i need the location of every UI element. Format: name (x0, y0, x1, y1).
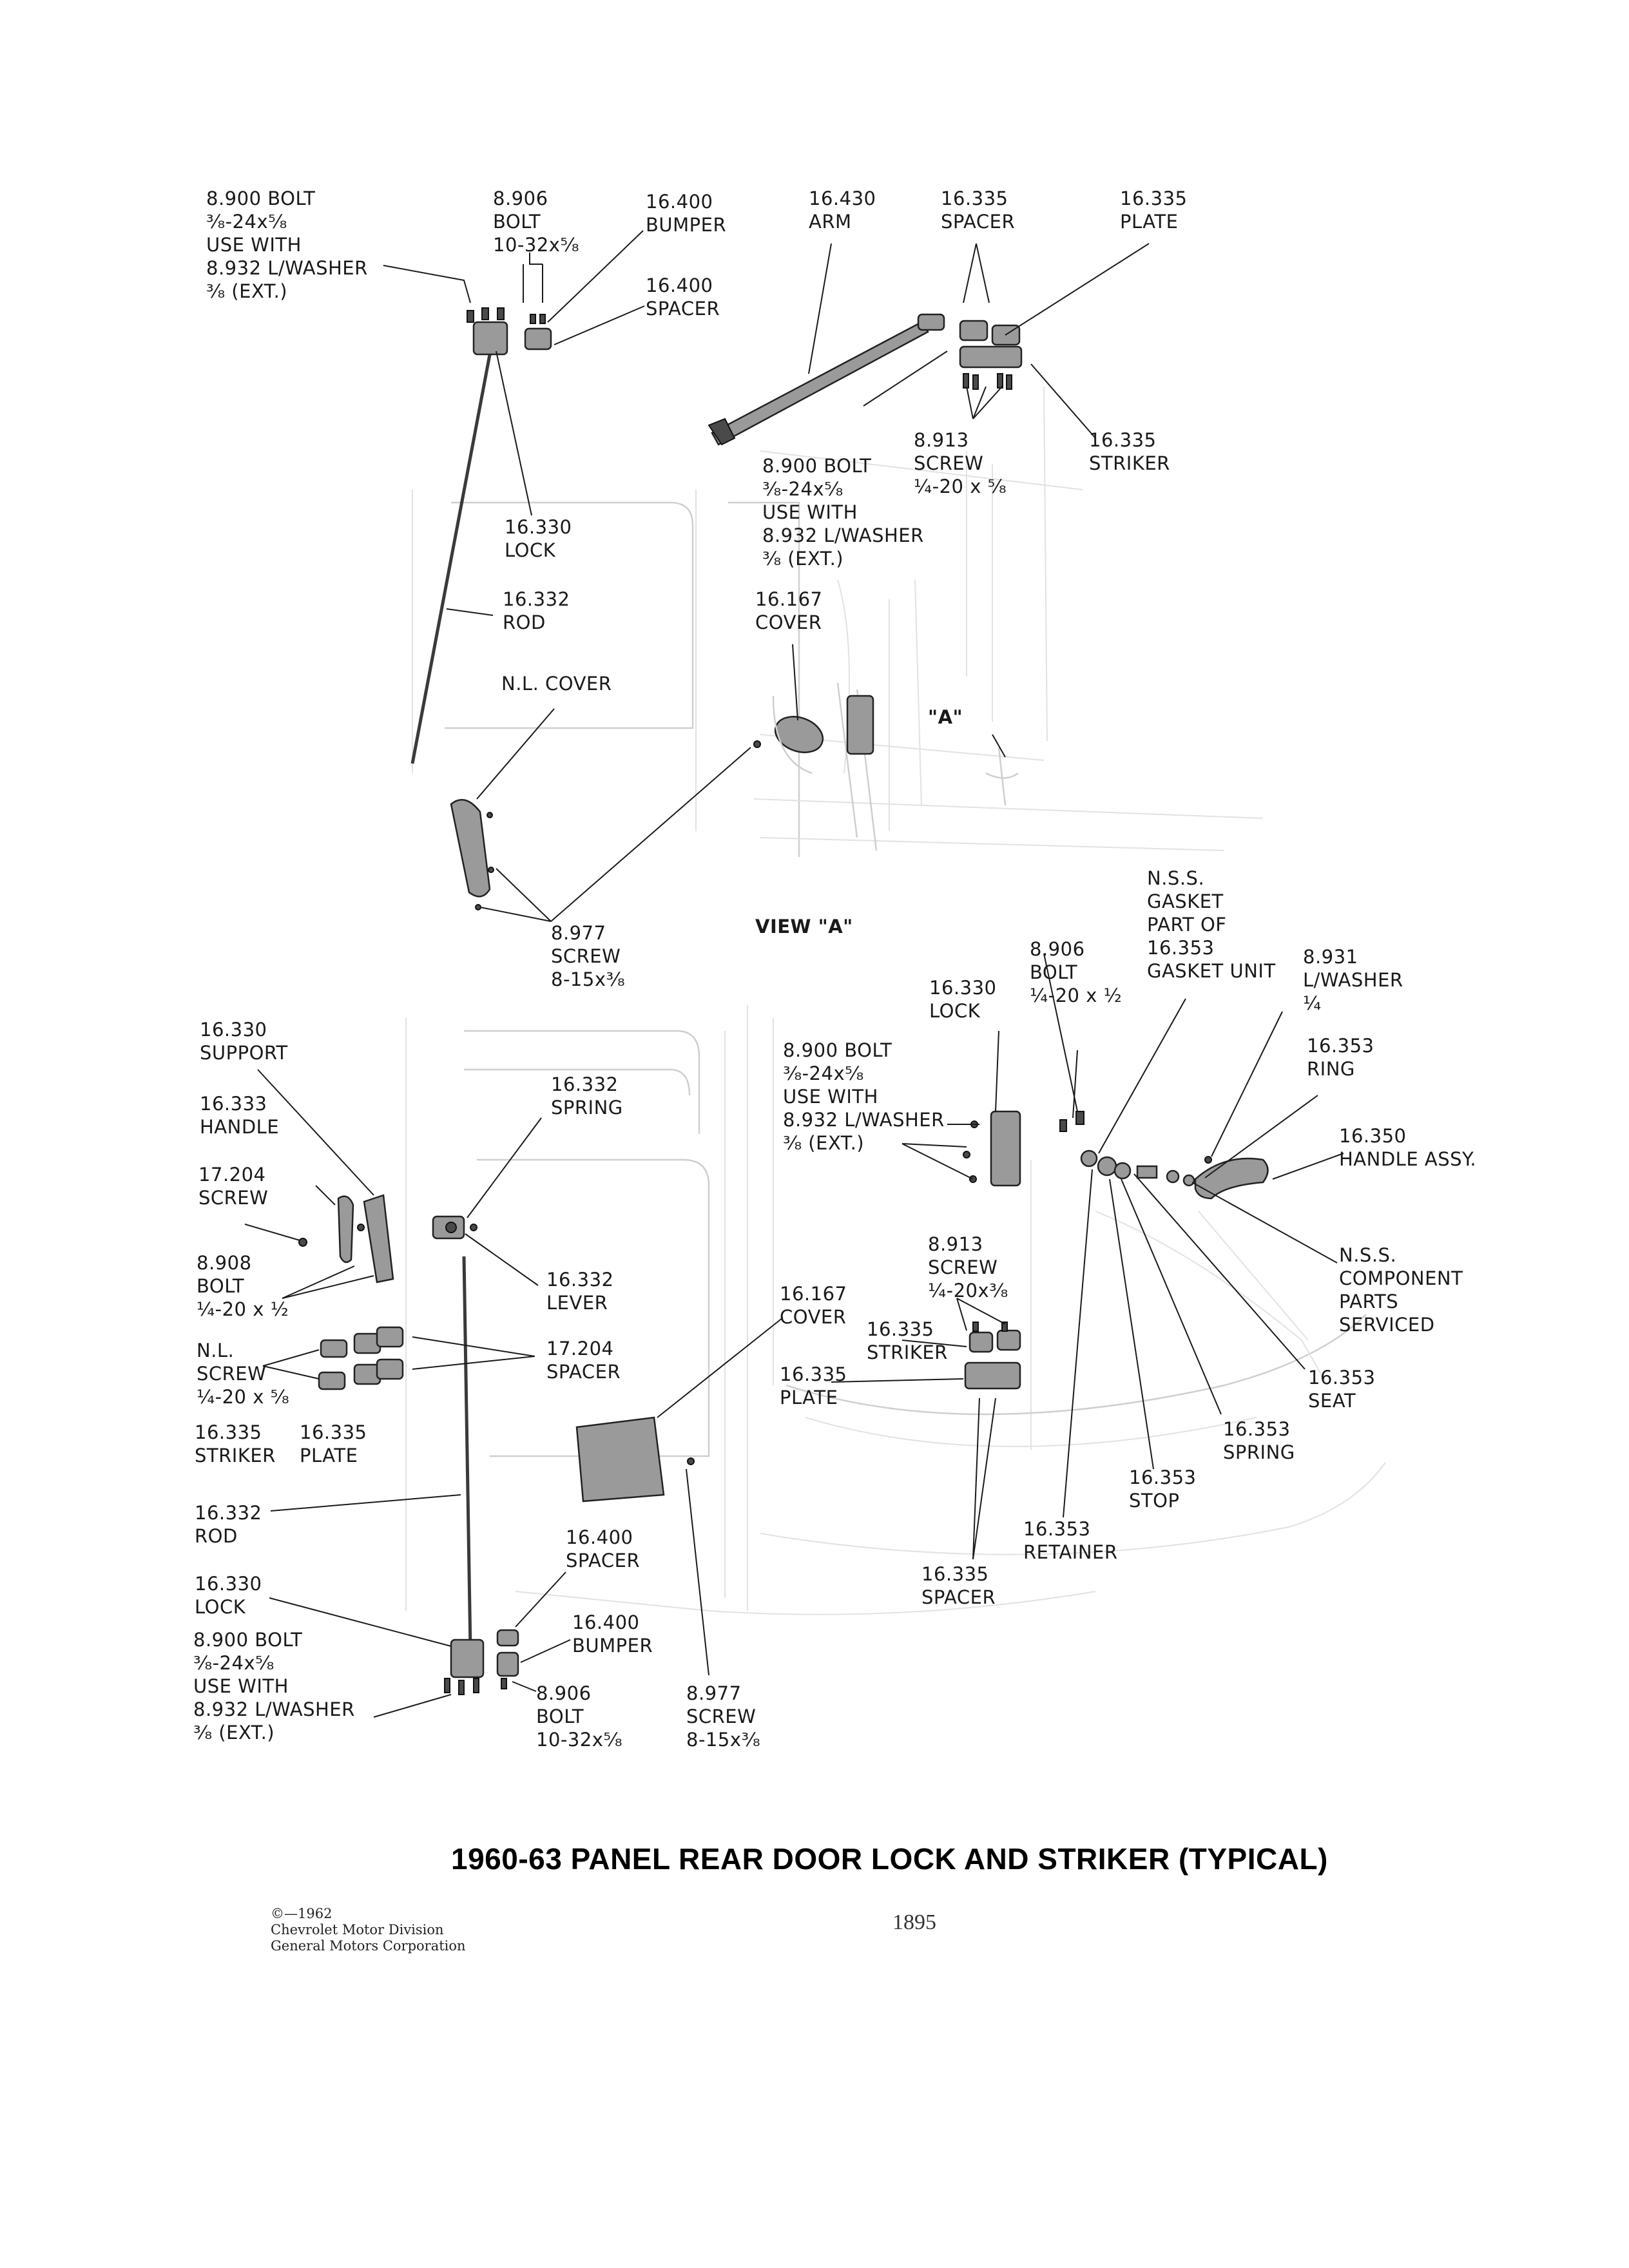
lower-handle-support (298, 1194, 394, 1283)
upper-rod (410, 347, 493, 764)
callout-view-a-marker: "A" (928, 706, 963, 728)
view-a-cover-and-hinge (753, 682, 1019, 851)
leader-lines (244, 230, 1344, 1718)
lower-cover (575, 1416, 695, 1503)
callout-nl-cover: N.L. COVER (501, 673, 612, 695)
diagram-title: 1960-63 PANEL REAR DOOR LOCK AND STRIKER… (451, 1842, 1328, 1876)
nl-cover (450, 799, 494, 910)
right-striker-plate (964, 1321, 1021, 1390)
page-number: 1895 (892, 1910, 936, 1934)
lower-strikers (318, 1326, 404, 1390)
lower-lever (432, 1215, 477, 1240)
view-a-caption: VIEW "A" (755, 916, 853, 937)
lower-rod (462, 1256, 472, 1650)
upper-lock (467, 307, 552, 356)
arm-assembly (708, 313, 1023, 446)
lower-lock (444, 1629, 519, 1695)
right-lock-assembly (963, 1110, 1269, 1200)
